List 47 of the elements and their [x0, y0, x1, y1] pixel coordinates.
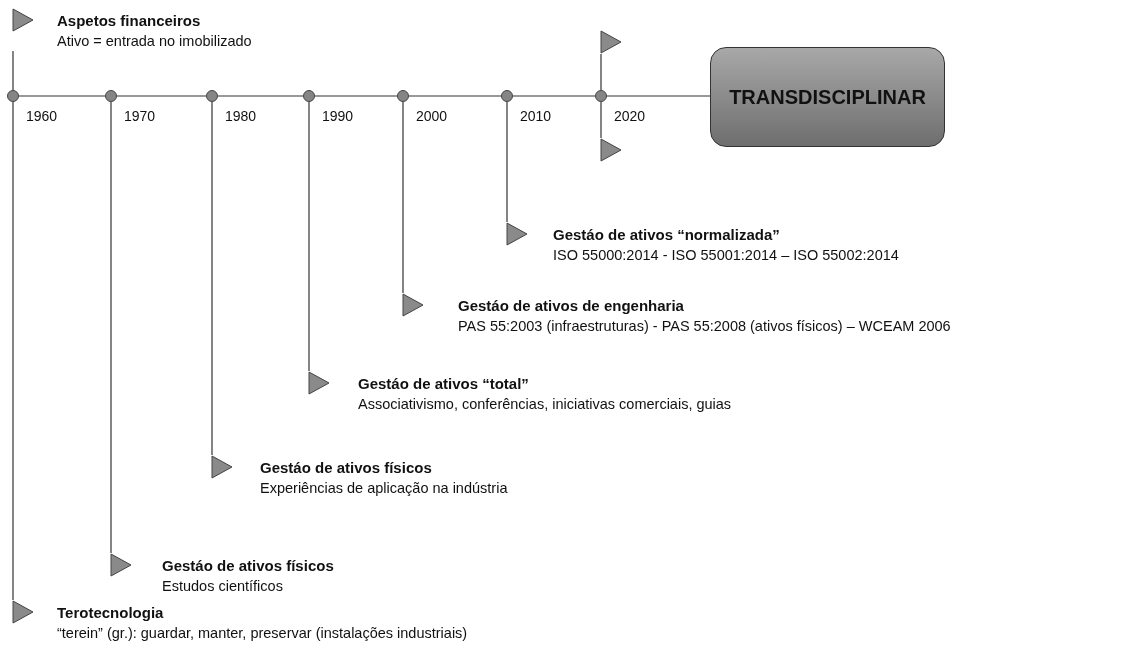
milestone-title: Aspetos financeiros [57, 11, 201, 31]
year-label: 1990 [322, 108, 354, 124]
year-label: 1960 [26, 108, 58, 124]
milestone-description: Ativo = entrada no imobilizado [57, 32, 252, 51]
milestone-title: Gestáo de ativos “normalizada” [553, 225, 780, 245]
year-label: 1980 [225, 108, 257, 124]
timeline-axis [18, 95, 106, 97]
milestone-title: Gestáo de ativos físicos [260, 458, 432, 478]
year-label: 2000 [416, 108, 448, 124]
timeline-dot [501, 90, 513, 102]
connector-line [12, 101, 14, 601]
timeline-dot [303, 90, 315, 102]
flag-marker [600, 30, 623, 54]
connector-line [600, 53, 602, 91]
flag-marker [600, 138, 623, 162]
connector-line [600, 101, 602, 139]
timeline-axis [606, 95, 711, 97]
timeline-dot [7, 90, 19, 102]
timeline-axis [314, 95, 398, 97]
rounded-box: TRANSDISCIPLINAR [710, 47, 945, 147]
timeline-dot [397, 90, 409, 102]
milestone-title: Gestáo de ativos de engenharia [458, 296, 684, 316]
milestone-title: Gestáo de ativos físicos [162, 556, 334, 576]
timeline-axis [116, 95, 207, 97]
milestone-title: Gestáo de ativos “total” [358, 374, 529, 394]
year-label: 2010 [520, 108, 552, 124]
connector-line [110, 101, 112, 554]
connector-line [506, 101, 508, 223]
milestone-description: Estudos científicos [162, 577, 283, 596]
milestone-title: Terotecnologia [57, 603, 164, 623]
connector-line [12, 50, 14, 91]
milestone-description: ISO 55000:2014 - ISO 55001:2014 – ISO 55002:2014 [553, 246, 899, 265]
timeline-dot [595, 90, 607, 102]
connector-line [211, 101, 213, 456]
timeline-dot [105, 90, 117, 102]
year-label: 2020 [614, 108, 646, 124]
connector-line [308, 101, 310, 372]
year-label: 1970 [124, 108, 156, 124]
timeline-axis [408, 95, 502, 97]
milestone-description: Experiências de aplicação na indústria [260, 479, 508, 498]
timeline-axis [217, 95, 304, 97]
timeline-axis [512, 95, 596, 97]
timeline-dot [206, 90, 218, 102]
milestone-description: “terein” (gr.): guardar, manter, preservar (instalações industriais) [57, 624, 468, 643]
milestone-description: PAS 55:2003 (infraestruturas) - PAS 55:2008 (ativos físicos) – WCEAM 2006 [458, 317, 951, 336]
milestone-description: Associativismo, conferências, iniciativas comerciais, guias [358, 395, 732, 414]
connector-line [402, 101, 404, 294]
